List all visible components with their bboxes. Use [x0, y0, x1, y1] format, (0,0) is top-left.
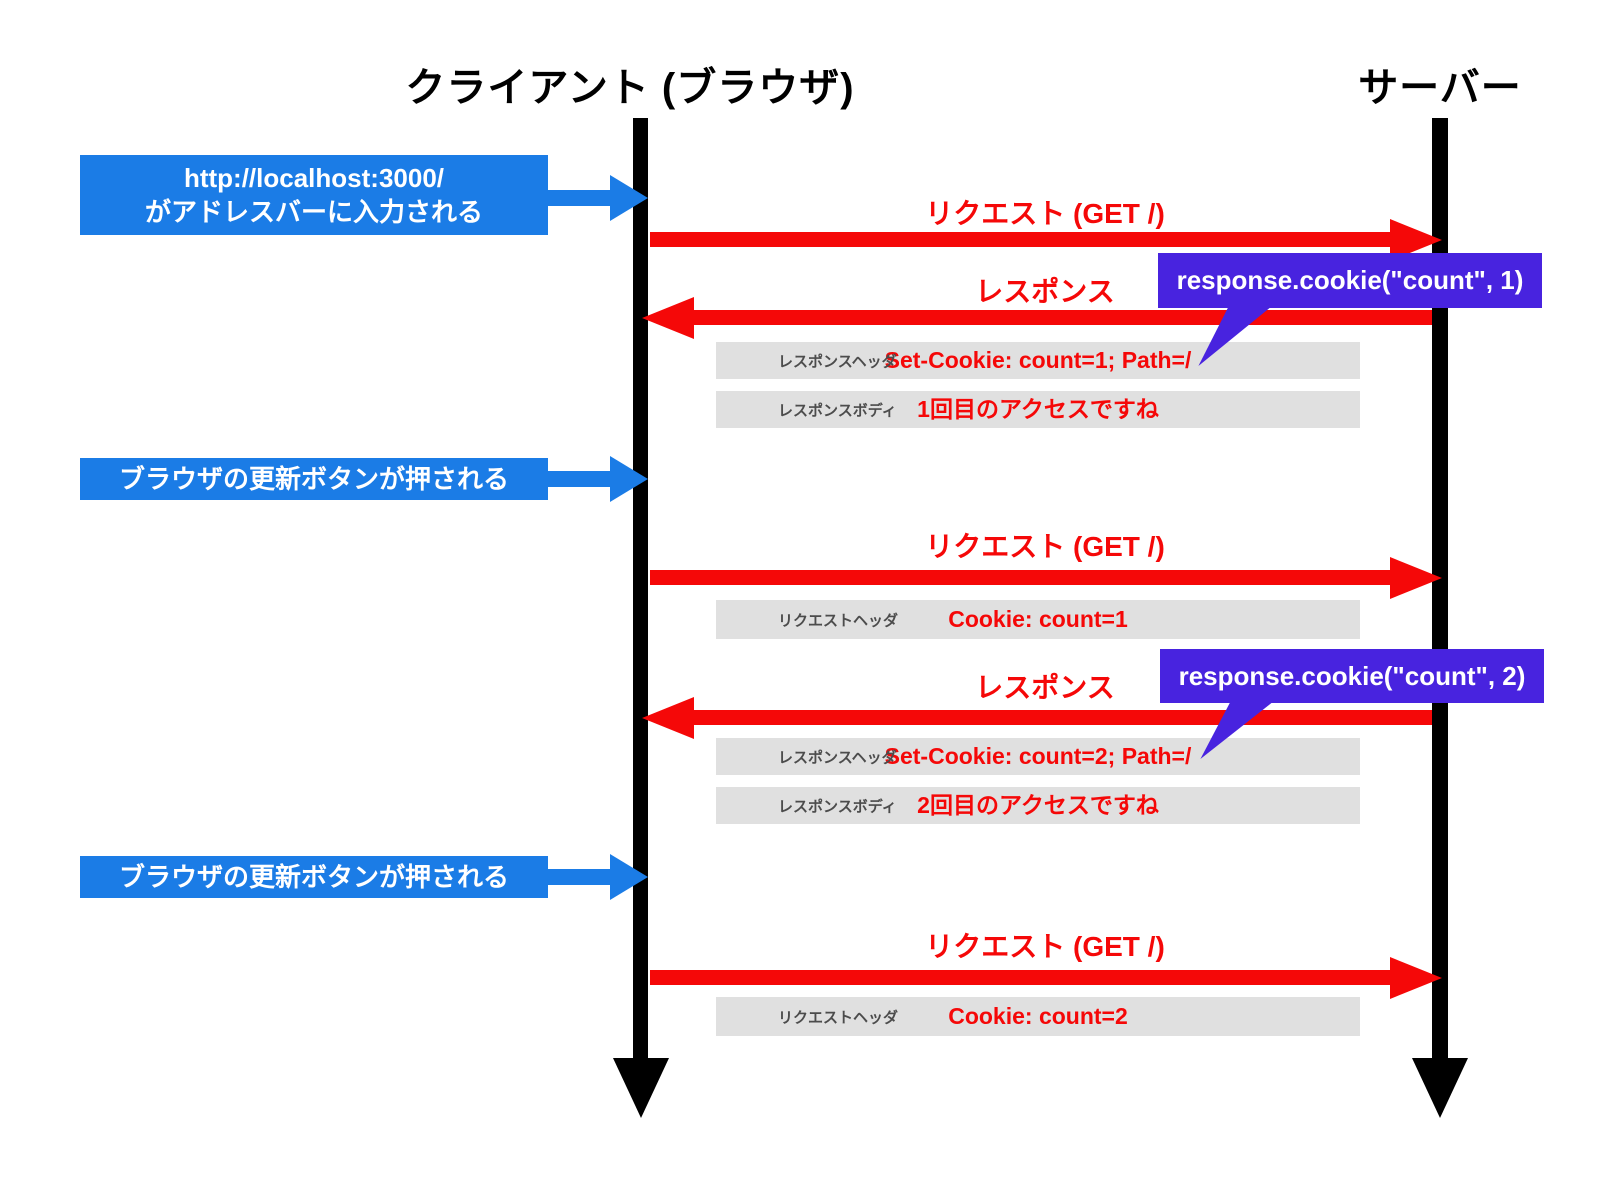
action-url-line1: http://localhost:3000/	[183, 163, 445, 193]
server-title: サーバー	[1358, 66, 1522, 110]
client-action-refresh-1: ブラウザの更新ボタンが押される	[80, 458, 548, 500]
action-url-line2: がアドレスバーに入力される	[144, 197, 483, 227]
client-lifeline	[633, 118, 648, 1060]
client-action2-arrow-shaft	[548, 471, 612, 487]
response2-body-value: 2回目のアクセスですね	[917, 792, 1159, 818]
response1-arrow-icon	[642, 297, 694, 339]
request2-arrow-shaft	[650, 570, 1392, 585]
action-refresh1-text: ブラウザの更新ボタンが押される	[118, 464, 509, 494]
response2-body-label: レスポンスボディ	[778, 798, 897, 815]
request3-header-row: リクエストヘッダ Cookie: count=2	[716, 997, 1360, 1036]
response2-label: レスポンス	[975, 672, 1115, 703]
response2-header-row: レスポンスヘッダ Set-Cookie: count=2; Path=/	[716, 738, 1360, 775]
client-lifeline-arrow-icon	[613, 1058, 669, 1118]
request3-header-value: Cookie: count=2	[948, 1003, 1128, 1029]
request2-header-row: リクエストヘッダ Cookie: count=1	[716, 600, 1360, 639]
response2-body-row: レスポンスボディ 2回目のアクセスですね	[716, 787, 1360, 824]
client-action1-arrow-icon	[610, 175, 648, 221]
client-action2-arrow-icon	[610, 456, 648, 502]
request2-label: リクエスト (GET /)	[925, 531, 1165, 562]
response1-header-label: レスポンスヘッダ	[778, 353, 897, 370]
client-action-url-entered: http://localhost:3000/ がアドレスバーに入力される	[80, 155, 548, 235]
request3-header-label: リクエストヘッダ	[778, 1009, 899, 1026]
client-action3-arrow-icon	[610, 854, 648, 900]
client-action3-arrow-shaft	[548, 869, 612, 885]
response2-arrow-shaft	[690, 710, 1432, 725]
request2-arrow-icon	[1390, 557, 1442, 599]
response2-arrow-icon	[642, 697, 694, 739]
callout-response-cookie-2: response.cookie("count", 2)	[1160, 649, 1544, 703]
server-lifeline-arrow-icon	[1412, 1058, 1468, 1118]
request1-label: リクエスト (GET /)	[925, 198, 1165, 229]
request3-label: リクエスト (GET /)	[925, 931, 1165, 962]
response1-body-value: 1回目のアクセスですね	[917, 396, 1159, 422]
action-refresh2-text: ブラウザの更新ボタンが押される	[118, 862, 509, 892]
request3-arrow-shaft	[650, 970, 1392, 985]
client-title: クライアント (ブラウザ)	[405, 66, 855, 110]
client-action-refresh-2: ブラウザの更新ボタンが押される	[80, 856, 548, 898]
response2-header-label: レスポンスヘッダ	[778, 749, 897, 766]
request3-arrow-icon	[1390, 957, 1442, 999]
client-action1-arrow-shaft	[548, 190, 612, 206]
request2-header-value: Cookie: count=1	[948, 606, 1128, 632]
request1-arrow-shaft	[650, 232, 1392, 247]
response1-header-value: Set-Cookie: count=1; Path=/	[884, 347, 1192, 373]
callout-response-cookie-1: response.cookie("count", 1)	[1158, 253, 1542, 308]
response1-header-row: レスポンスヘッダ Set-Cookie: count=1; Path=/	[716, 342, 1360, 379]
response1-body-label: レスポンスボディ	[778, 402, 897, 419]
response1-body-row: レスポンスボディ 1回目のアクセスですね	[716, 391, 1360, 428]
response1-label: レスポンス	[975, 276, 1115, 307]
response2-header-value: Set-Cookie: count=2; Path=/	[884, 743, 1192, 769]
response1-arrow-shaft	[690, 310, 1432, 325]
request2-header-label: リクエストヘッダ	[778, 612, 899, 629]
